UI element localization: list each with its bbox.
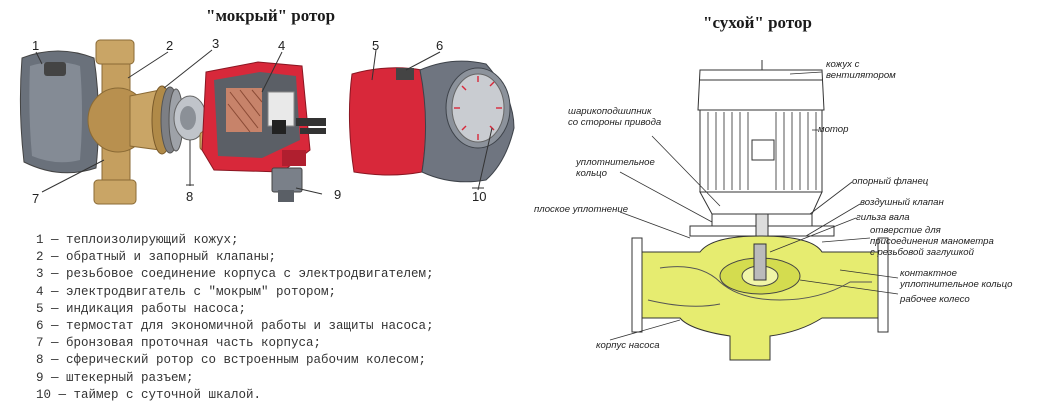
support-flange-part bbox=[689, 213, 835, 275]
insulating-cover-part bbox=[19, 50, 100, 174]
fan-housing-part bbox=[697, 60, 825, 111]
motor-part bbox=[699, 109, 823, 215]
legend-item: 9 — штекерный разъем; bbox=[36, 370, 194, 385]
dry-rotor-title: "сухой" ротор bbox=[703, 13, 812, 32]
legend-item: 6 — термостат для экономичной работы и з… bbox=[36, 318, 434, 333]
label-flat-seal: плоское уплотнение bbox=[534, 204, 629, 215]
callout-3: 3 bbox=[212, 36, 220, 51]
legend-item: 4 — электродвигатель с "мокрым" ротором; bbox=[36, 284, 337, 299]
legend-item: 5 — индикация работы насоса; bbox=[36, 301, 247, 316]
plug-connector-part bbox=[271, 167, 303, 202]
wet-rotor-title: "мокрый" ротор bbox=[206, 6, 336, 25]
callout-7: 7 bbox=[32, 191, 40, 206]
wet-rotor-legend: 1 — теплоизолирующий кожух; 2 — обратный… bbox=[36, 232, 434, 404]
label-shaft-sleeve: гильза вала bbox=[856, 212, 910, 223]
legend-item: 2 — обратный и запорный клапаны; bbox=[36, 250, 277, 265]
wet-rotor-motor-part bbox=[201, 61, 326, 173]
callout-10: 10 bbox=[472, 189, 487, 204]
pump-casing-part bbox=[631, 235, 889, 361]
wet-rotor-illustration bbox=[19, 39, 515, 205]
callout-1: 1 bbox=[32, 38, 40, 53]
legend-item: 7 — бронзовая проточная часть корпуса; bbox=[36, 336, 322, 351]
callout-6: 6 bbox=[436, 38, 444, 53]
timer-cover-part bbox=[348, 60, 515, 183]
wet-leader-lines bbox=[35, 49, 493, 195]
legend-item: 10 — таймер с суточной шкалой. bbox=[36, 387, 262, 402]
legend-item: 3 — резьбовое соединение корпуса с элект… bbox=[36, 267, 434, 282]
label-pump-body: корпус насоса bbox=[596, 340, 660, 351]
callout-8: 8 bbox=[186, 189, 194, 204]
legend-item: 1 — теплоизолирующий кожух; bbox=[36, 233, 239, 247]
legend-item: 8 — сферический ротор со встроенным рабо… bbox=[36, 353, 427, 368]
callout-5: 5 bbox=[372, 38, 380, 53]
callout-4: 4 bbox=[278, 38, 286, 53]
callout-9: 9 bbox=[334, 187, 342, 202]
callout-2: 2 bbox=[166, 38, 174, 53]
label-impeller: рабочее колесо bbox=[900, 294, 970, 305]
label-motor: мотор bbox=[818, 124, 849, 135]
label-support-flange: опорный фланец bbox=[852, 176, 929, 187]
label-air-valve: воздушный клапан bbox=[860, 197, 944, 208]
